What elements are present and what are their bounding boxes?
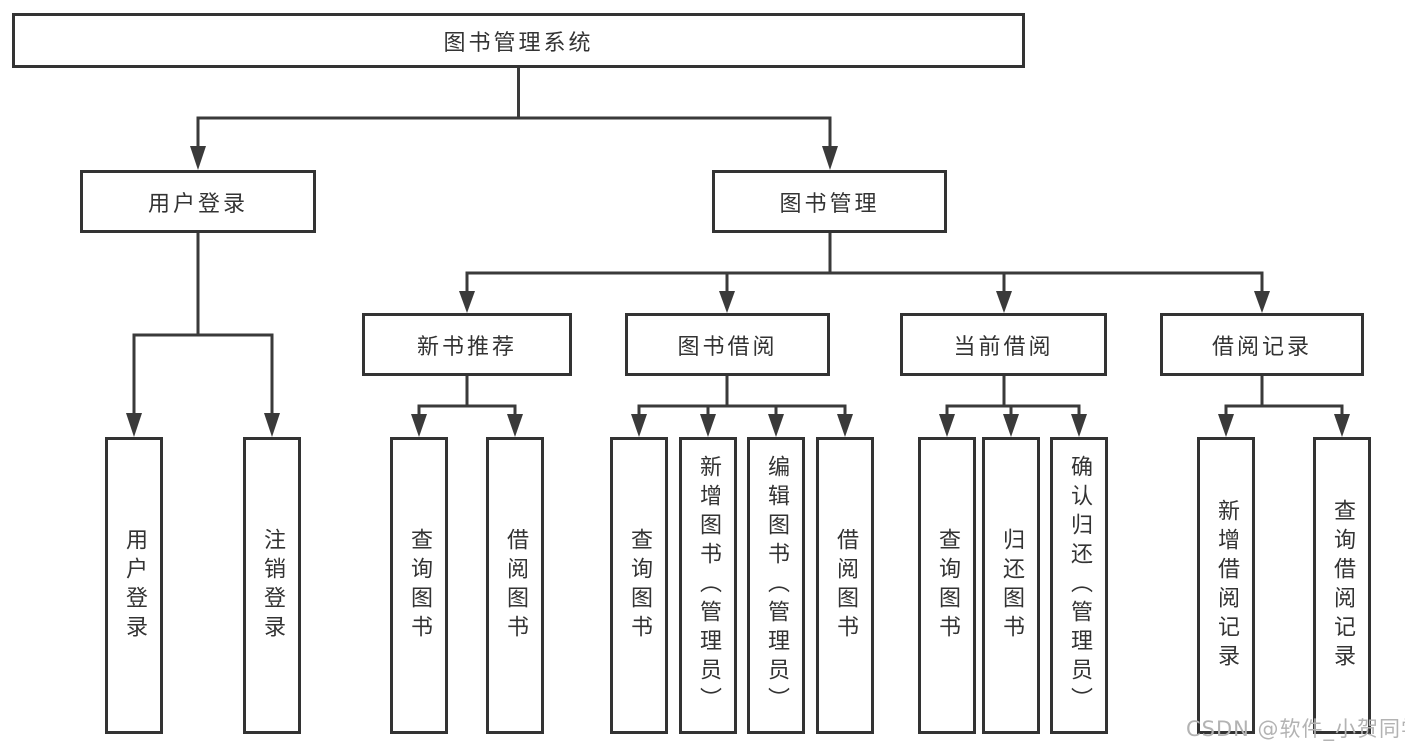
leaf-return-book: 归还图书: [982, 437, 1040, 734]
connector-user-login-children: [126, 233, 280, 437]
arrowhead-icon: [768, 414, 784, 437]
arrowhead-icon: [700, 414, 716, 437]
leaf-current-query-book: 查询图书: [918, 437, 976, 734]
leaf-rec-query-book: 查询图书: [390, 437, 448, 734]
csdn-watermark: CSDN @软件_小贺同学: [1186, 717, 1405, 741]
connector-book-mgmt-children: [459, 233, 1270, 313]
leaf-user-login: 用户登录: [105, 437, 163, 734]
arrowhead-icon: [939, 414, 955, 437]
connector-book-borrow-children: [631, 376, 853, 437]
leaf-borrow-query-book: 查询图书: [610, 437, 668, 734]
leaf-query-borrow-record: 查询借阅记录: [1313, 437, 1371, 734]
arrowhead-icon: [1003, 414, 1019, 437]
node-book-borrowing: 图书借阅: [625, 313, 830, 376]
node-current-borrowing: 当前借阅: [900, 313, 1107, 376]
arrowhead-icon: [411, 414, 427, 437]
leaf-confirm-return-admin: 确认归还（管理员）: [1050, 437, 1108, 734]
node-book-management: 图书管理: [712, 170, 947, 233]
leaf-add-book-admin: 新增图书（管理员）: [679, 437, 737, 734]
connector-new-book-rec-children: [411, 376, 523, 437]
arrowhead-icon: [507, 414, 523, 437]
arrowhead-icon: [996, 291, 1012, 313]
leaf-add-borrow-record: 新增借阅记录: [1197, 437, 1255, 734]
arrowhead-icon: [1071, 414, 1087, 437]
node-new-book-recommendation: 新书推荐: [362, 313, 572, 376]
arrowhead-icon: [837, 414, 853, 437]
connector-borrow-records-children: [1218, 376, 1350, 437]
arrowhead-icon: [459, 291, 475, 313]
arrowhead-icon: [822, 146, 838, 170]
arrowhead-icon: [1254, 291, 1270, 313]
node-user-login: 用户登录: [80, 170, 316, 233]
arrowhead-icon: [190, 146, 206, 170]
connector-current-borrow-children: [939, 376, 1087, 437]
node-root-system: 图书管理系统: [12, 13, 1025, 68]
leaf-rec-borrow-book: 借阅图书: [486, 437, 544, 734]
leaf-edit-book-admin: 编辑图书（管理员）: [747, 437, 805, 734]
leaf-borrow-book: 借阅图书: [816, 437, 874, 734]
arrowhead-icon: [264, 413, 280, 437]
arrowhead-icon: [126, 413, 142, 437]
arrowhead-icon: [719, 291, 735, 313]
leaf-logout: 注销登录: [243, 437, 301, 734]
arrowhead-icon: [1218, 414, 1234, 437]
node-borrowing-records: 借阅记录: [1160, 313, 1364, 376]
connector-root-to-level2: [190, 68, 838, 170]
arrowhead-icon: [631, 414, 647, 437]
arrowhead-icon: [1334, 414, 1350, 437]
